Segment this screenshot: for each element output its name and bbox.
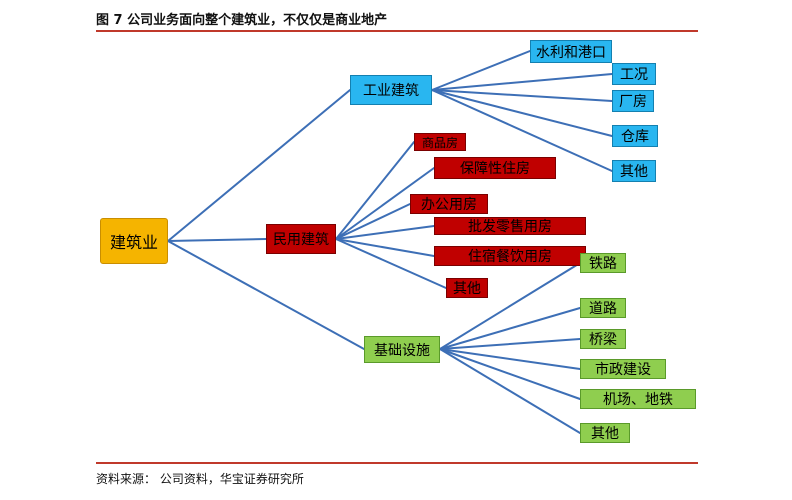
edge-civil-5 <box>335 238 435 257</box>
edge-civil-3 <box>335 203 411 240</box>
edge-civil-2 <box>335 167 435 240</box>
node-civil-other: 其他 <box>446 278 488 298</box>
node-affordable-housing: 保障性住房 <box>434 157 556 179</box>
edge-root-civil <box>167 238 267 242</box>
node-road: 道路 <box>580 298 626 318</box>
node-retail: 批发零售用房 <box>434 217 586 235</box>
edge-infra-1 <box>439 262 581 350</box>
node-industrial: 工业建筑 <box>350 75 432 105</box>
source-note: 资料来源： 公司资料，华宝证券研究所 <box>96 472 304 486</box>
edge-industrial-5 <box>431 89 613 172</box>
edge-industrial-3 <box>431 89 613 102</box>
edge-civil-4 <box>335 225 435 240</box>
edge-civil-6 <box>335 238 447 289</box>
node-municipal: 市政建设 <box>580 359 666 379</box>
edge-infra-6 <box>439 348 581 434</box>
node-hospitality: 住宿餐饮用房 <box>434 246 586 266</box>
node-airport-metro: 机场、地铁 <box>580 389 696 409</box>
node-industrial-other: 其他 <box>612 160 656 182</box>
edge-industrial-1 <box>431 50 531 91</box>
node-civil: 民用建筑 <box>266 224 336 254</box>
node-office: 办公用房 <box>410 194 488 214</box>
edge-infra-4 <box>439 348 581 370</box>
top-rule <box>96 30 698 32</box>
edge-root-infra <box>167 240 365 350</box>
node-infrastructure: 基础设施 <box>364 336 440 363</box>
node-water-ports: 水利和港口 <box>530 40 612 63</box>
node-commercial-housing: 商品房 <box>414 133 466 151</box>
node-factory: 厂房 <box>612 90 654 112</box>
edge-civil-1 <box>335 141 415 240</box>
node-warehouse: 仓库 <box>612 125 658 147</box>
edge-industrial-2 <box>431 73 613 91</box>
edge-root-industrial <box>167 89 351 242</box>
node-infra-other: 其他 <box>580 423 630 443</box>
edge-infra-3 <box>439 338 581 350</box>
edge-infra-5 <box>439 348 581 400</box>
node-root: 建筑业 <box>100 218 168 264</box>
node-mines: 工况 <box>612 63 656 85</box>
edge-infra-2 <box>439 307 581 350</box>
figure-title: 图 7 公司业务面向整个建筑业，不仅仅是商业地产 <box>96 13 388 28</box>
node-railway: 铁路 <box>580 253 626 273</box>
edge-industrial-4 <box>431 89 613 137</box>
bottom-rule <box>96 462 698 464</box>
node-bridge: 桥梁 <box>580 329 626 349</box>
